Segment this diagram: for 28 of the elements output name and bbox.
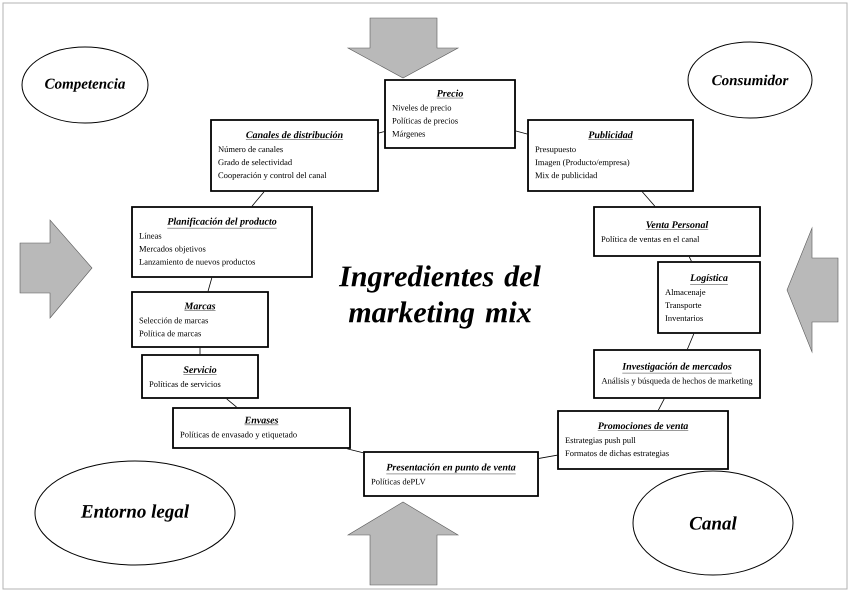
topic-box: Promociones de venta Estrategias push pull Formatos de dichas estrategias xyxy=(557,410,729,470)
topic-box: Envases Políticas de envasado y etiquetado xyxy=(172,407,351,449)
topic-box: Logística Almacenaje Transporte Inventarios xyxy=(657,261,761,334)
topic-box: Venta Personal Política de ventas en el canal xyxy=(593,206,761,257)
connector-line xyxy=(252,192,264,206)
topic-box: Canales de distribución Número de canales Grado de selectividad Cooperación y control del canal xyxy=(210,119,379,192)
diagram-title: Ingredientes del marketing mix xyxy=(338,265,541,329)
connector-line xyxy=(658,398,665,410)
topic-box: Investigación de mercados Análisis y búsqueda de hechos de marketing xyxy=(593,349,761,399)
connector-line xyxy=(688,256,692,262)
oval: Competencia xyxy=(22,46,148,124)
connector-line xyxy=(642,192,656,206)
topic-box: Precio Niveles de precio Políticas de precios Márgenes xyxy=(384,79,516,149)
topic-box: Publicidad Presupuesto Imagen (Producto/empresa) Mix de publicidad xyxy=(527,119,694,192)
topic-box: Marcas Selección de marcas Política de marcas xyxy=(131,291,269,348)
connector-line xyxy=(538,454,558,459)
topic-box: Planificación del producto Líneas Mercados objetivos Lanzamiento de nuevos productos xyxy=(131,206,313,278)
topic-box: Presentación en punto de venta Políticas dePLV xyxy=(363,451,539,497)
connector-line xyxy=(208,278,212,292)
oval: Entorno legal xyxy=(34,460,236,566)
connector-line xyxy=(378,131,384,134)
connector-line xyxy=(687,334,694,350)
connector-line xyxy=(347,448,364,454)
oval: Consumidor xyxy=(688,42,812,118)
oval: Canal xyxy=(632,470,794,576)
connector-line xyxy=(226,398,237,408)
connector-line xyxy=(516,130,528,134)
topic-box: Servicio Políticas de servicios xyxy=(141,354,259,399)
